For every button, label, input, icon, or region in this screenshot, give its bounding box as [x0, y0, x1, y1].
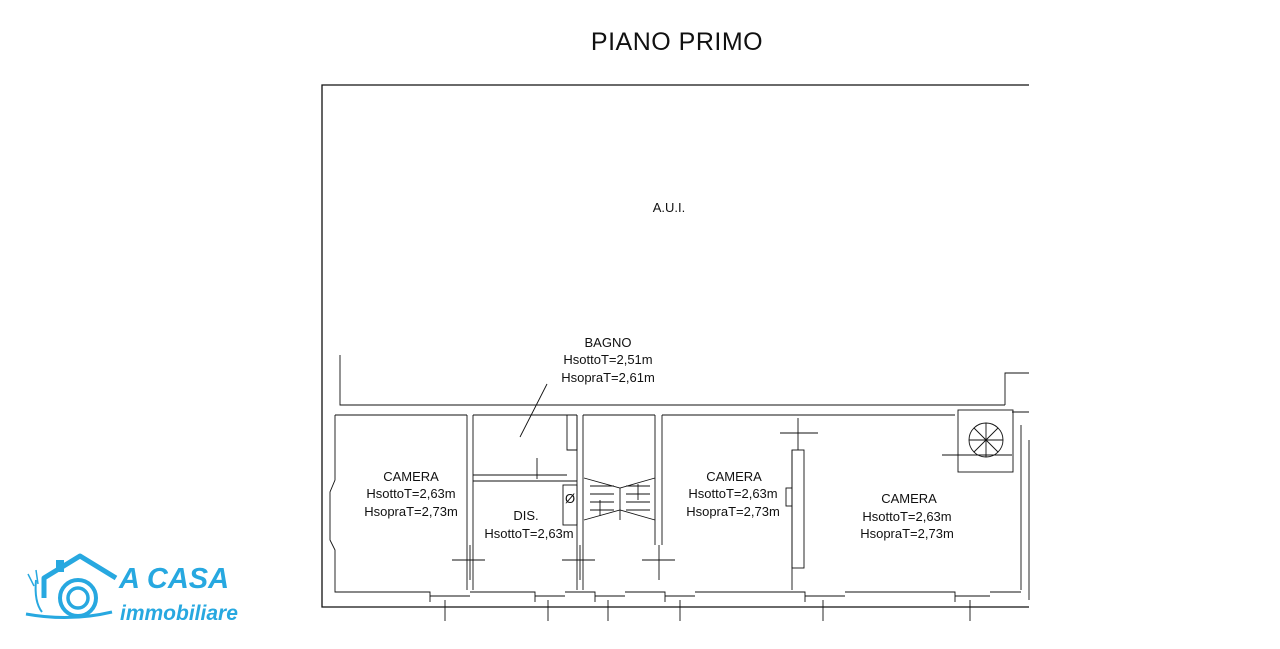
room-camera-1-name: CAMERA: [383, 469, 439, 484]
interior-partitions: [452, 415, 818, 590]
room-camera-3-hsopra: HsopraT=2,73m: [860, 526, 954, 541]
company-logo: A CASA immobiliare: [25, 553, 238, 625]
snail-house-icon: [25, 553, 118, 620]
room-camera-2-name: CAMERA: [706, 469, 762, 484]
room-camera-1-hsopra: HsopraT=2,73m: [364, 504, 458, 519]
bagno-leader-line: [519, 383, 548, 438]
room-dis-name: DIS.: [513, 508, 538, 523]
room-camera-3-hsotto: HsottoT=2,63m: [862, 509, 951, 524]
room-camera-1: CAMERA HsottoT=2,63m HsopraT=2,73m: [364, 469, 458, 519]
outer-walls: [321, 84, 1030, 608]
staircase: [583, 477, 656, 521]
room-camera-1-hsotto: HsottoT=2,63m: [366, 486, 455, 501]
room-bagno: BAGNO HsottoT=2,51m HsopraT=2,61m: [561, 335, 655, 385]
room-camera-3: CAMERA HsottoT=2,63m HsopraT=2,73m: [860, 491, 954, 541]
flue-symbol: Ø: [565, 491, 575, 506]
plan-title: PIANO PRIMO: [590, 28, 764, 56]
room-dis: DIS. HsottoT=2,63m: [484, 508, 573, 541]
bottom-windows: [335, 591, 1021, 621]
spiral-stair: [942, 409, 1022, 473]
room-camera-2-hsopra: HsopraT=2,73m: [686, 504, 780, 519]
room-bagno-hsopra: HsopraT=2,61m: [561, 370, 655, 385]
room-camera-3-name: CAMERA: [881, 491, 937, 506]
room-camera-2: CAMERA HsottoT=2,63m HsopraT=2,73m: [686, 469, 780, 519]
logo-line-1: A CASA: [118, 563, 229, 595]
room-bagno-name: BAGNO: [585, 335, 632, 350]
logo-line-2: immobiliare: [120, 602, 238, 625]
room-bagno-hsotto: HsottoT=2,51m: [563, 352, 652, 367]
room-camera-2-hsotto: HsottoT=2,63m: [688, 486, 777, 501]
room-dis-hsotto: HsottoT=2,63m: [484, 526, 573, 541]
room-aui-label: A.U.I.: [653, 200, 686, 215]
